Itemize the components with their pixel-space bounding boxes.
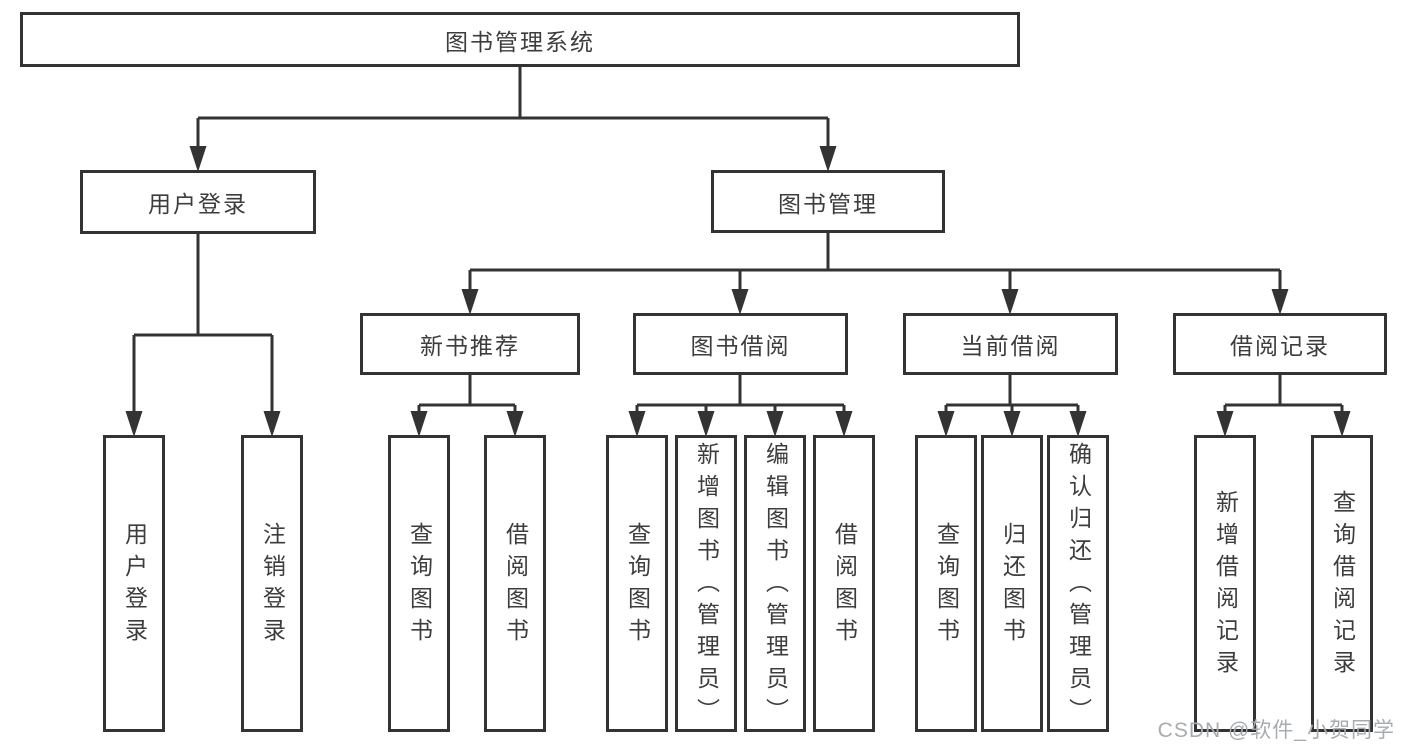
arrowheads	[125, 146, 1351, 437]
connector-records-to-leaves	[1223, 375, 1344, 413]
connector-newbook-to-leaves	[417, 375, 517, 413]
node-user-login: 用户登录	[80, 170, 316, 234]
connector-bookmgmt-to-level3	[468, 233, 1282, 291]
node-current-borrow: 当前借阅	[903, 313, 1118, 375]
leaf-records-query-borrow-record: 查询借阅记录	[1311, 435, 1373, 732]
csdn-watermark: CSDN @软件_小贺同学	[1157, 719, 1395, 742]
leaf-current-return-books: 归还图书	[981, 435, 1043, 732]
leaf-newbook-query-books: 查询图书	[388, 435, 450, 732]
leaf-user-login: 用户登录	[103, 435, 165, 732]
leaf-records-add-borrow-record: 新增借阅记录	[1194, 435, 1256, 732]
leaf-borrow-add-books-admin: 新增图书（管理员）	[675, 435, 737, 732]
leaf-logout-login: 注销登录	[241, 435, 303, 732]
node-library-management-system: 图书管理系统	[20, 12, 1020, 67]
node-new-book-recommend: 新书推荐	[360, 313, 580, 375]
node-book-borrow: 图书借阅	[633, 313, 848, 375]
leaf-current-query-books: 查询图书	[915, 435, 977, 732]
connector-bookborrow-to-leaves	[635, 375, 846, 413]
leaf-borrow-edit-books-admin: 编辑图书（管理员）	[744, 435, 806, 732]
leaf-newbook-borrow-books: 借阅图书	[484, 435, 546, 732]
connector-userlogin-to-leaves	[132, 234, 274, 413]
leaf-borrow-query-books: 查询图书	[606, 435, 668, 732]
leaf-borrow-borrow-books: 借阅图书	[813, 435, 875, 732]
node-book-management: 图书管理	[711, 170, 945, 233]
node-borrow-records: 借阅记录	[1173, 313, 1387, 375]
connector-currentborrow-to-leaves	[944, 375, 1080, 413]
leaf-current-confirm-return-admin: 确认归还（管理员）	[1047, 435, 1109, 732]
connector-root-to-level2	[196, 67, 830, 148]
